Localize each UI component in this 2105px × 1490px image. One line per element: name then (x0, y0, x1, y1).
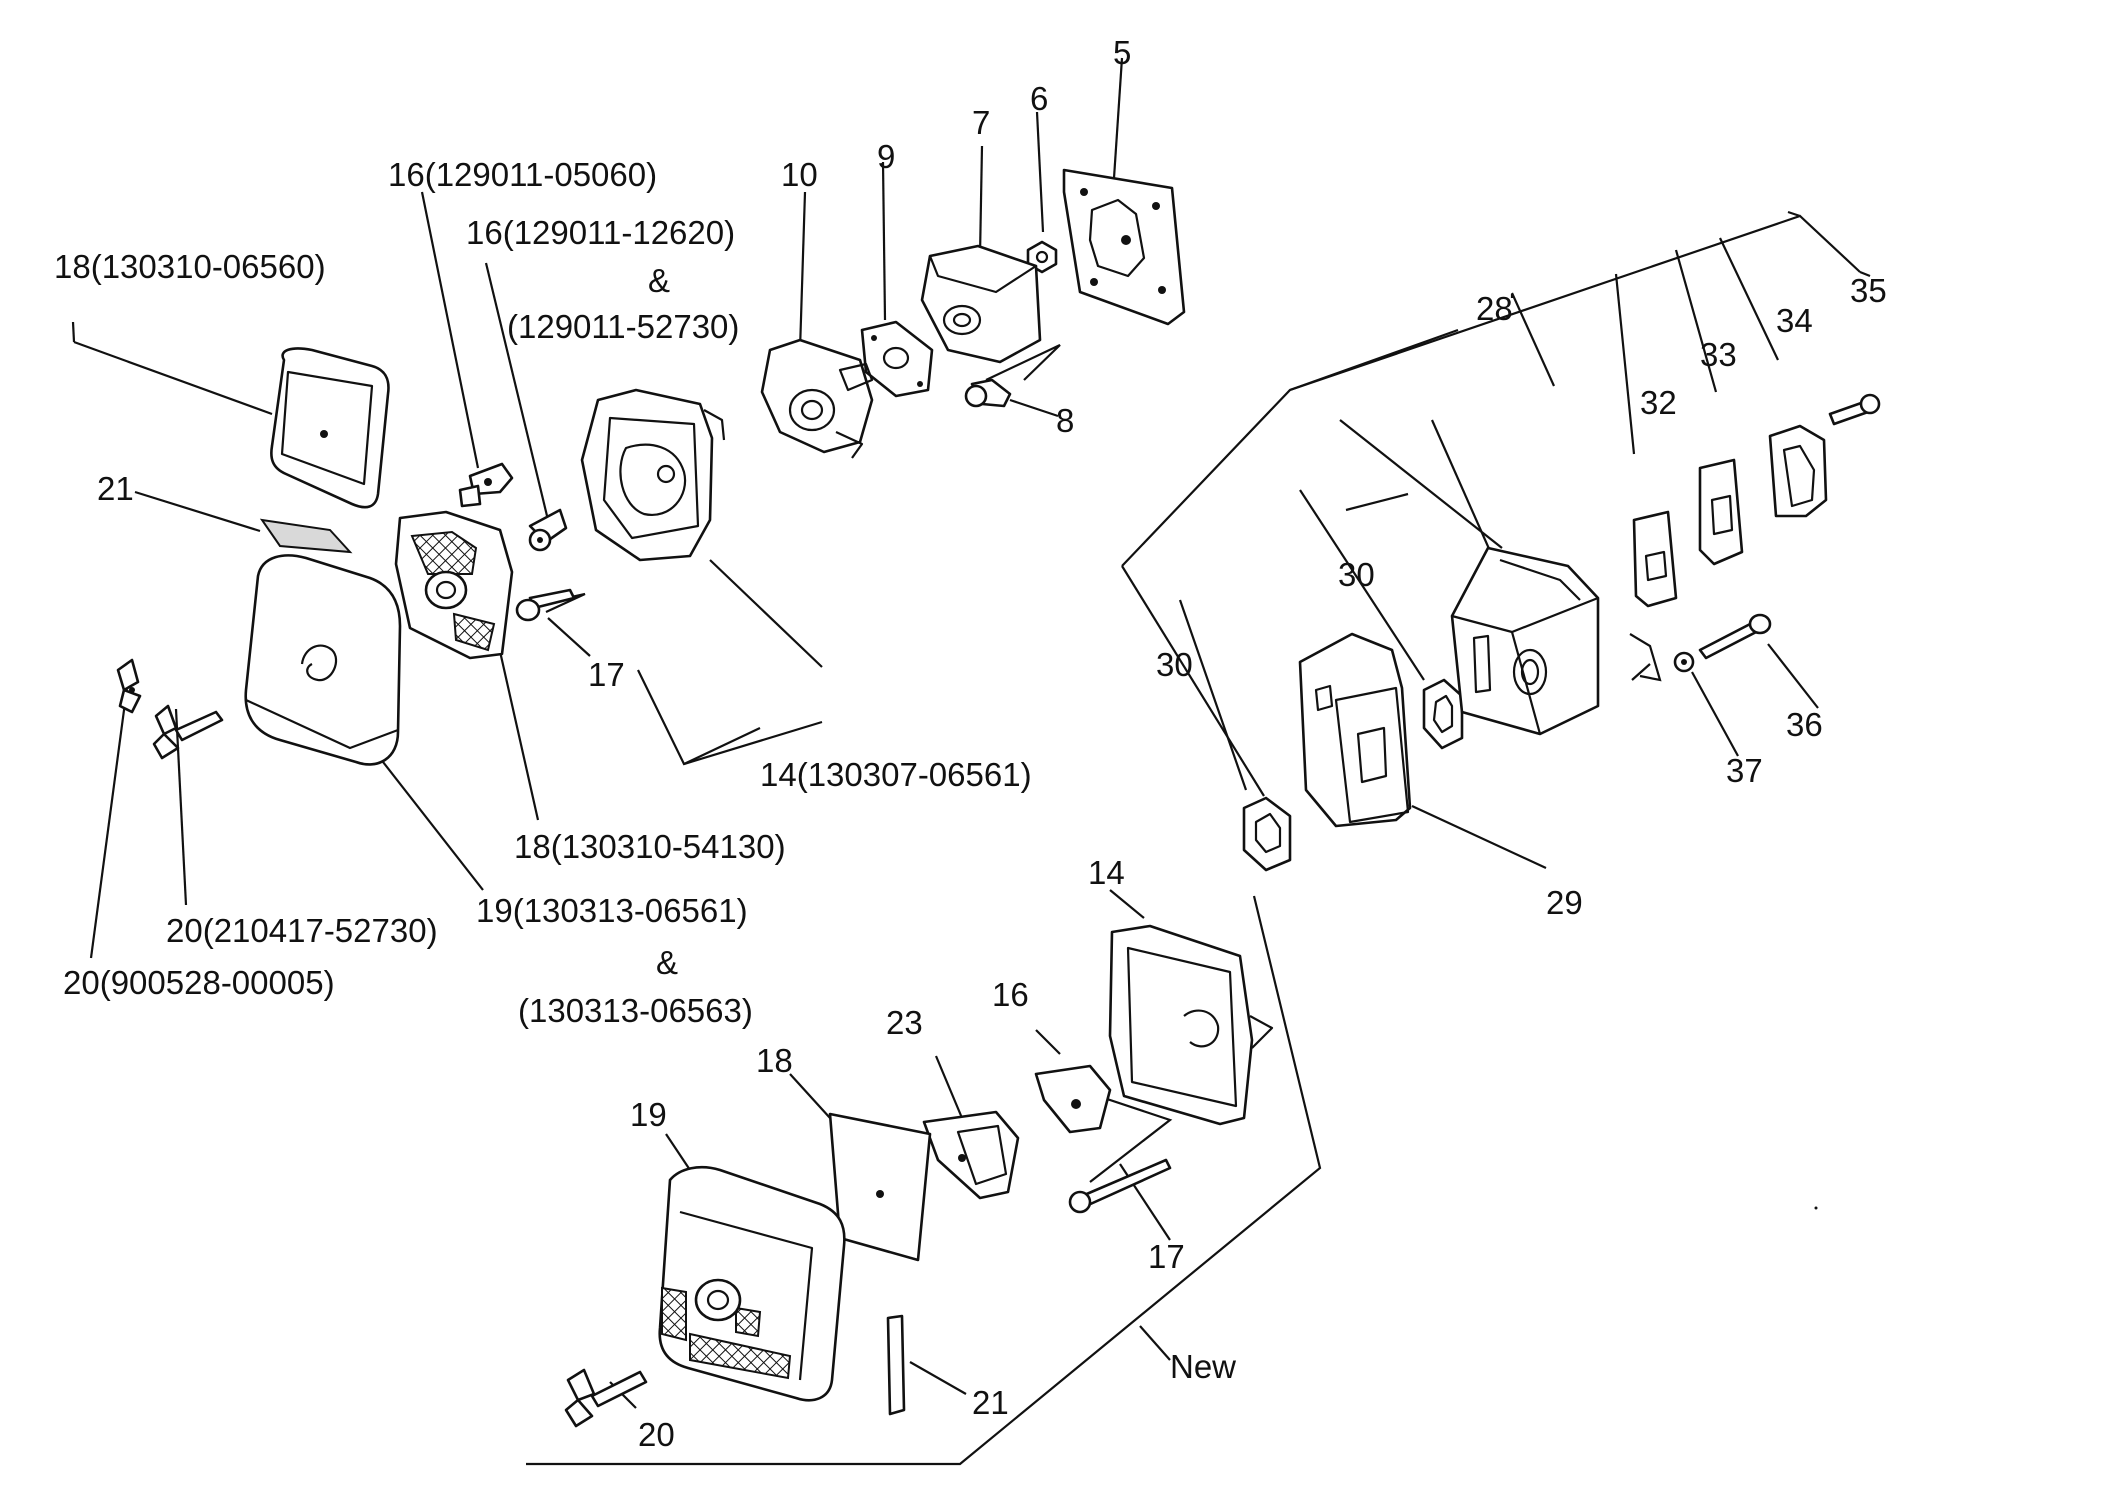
part-labels: 5 6 7 8 9 10 16(129011-05060) 16(129011-… (54, 34, 1887, 1453)
air-filter-18-new (828, 1112, 932, 1262)
label-ampersand-16: & (648, 262, 670, 299)
air-filter-element-18 (394, 510, 514, 660)
bracket-16-top (458, 462, 514, 508)
label-part-30-left: 30 (1156, 646, 1193, 683)
label-part-10: 10 (781, 156, 818, 193)
wing-nut-20a (116, 658, 142, 714)
label-part-32: 32 (1640, 384, 1677, 421)
label-part-5: 5 (1113, 34, 1131, 71)
label-part-33: 33 (1700, 336, 1737, 373)
label-part-17-new: 17 (1148, 1238, 1185, 1275)
label-part-20-210417-52730: 20(210417-52730) (166, 912, 438, 949)
bolt-17-new (1068, 1158, 1172, 1214)
wing-screw-20-new (564, 1368, 648, 1428)
gasket-9 (860, 320, 934, 398)
holder-23 (922, 1110, 1020, 1200)
sticker-21-new (886, 1314, 906, 1416)
label-part-17-top: 17 (588, 656, 625, 693)
label-part-8: 8 (1056, 402, 1074, 439)
air-cleaner-case-14-new (1108, 924, 1274, 1126)
air-cleaner-case-14-top (580, 388, 726, 562)
plate-33 (1698, 458, 1744, 566)
label-part-16-new: 16 (992, 976, 1029, 1013)
muffler-28 (1450, 546, 1600, 736)
label-part-16-129011-12620: 16(129011-12620) (466, 214, 735, 251)
label-part-23: 23 (886, 1004, 923, 1041)
bolt-17-top (515, 588, 576, 622)
label-part-34: 34 (1776, 302, 1813, 339)
label-part-16-129011-05060: 16(129011-05060) (388, 156, 657, 193)
label-part-20-900528-00005: 20(900528-00005) (63, 964, 335, 1001)
label-part-28: 28 (1476, 290, 1513, 327)
stray-dot (1814, 1206, 1818, 1210)
bolt-36 (1698, 613, 1772, 660)
label-part-9: 9 (877, 138, 895, 175)
heat-shield-29 (1298, 632, 1412, 828)
air-cleaner-cover-19-top (244, 554, 402, 766)
carburetor-10 (760, 338, 874, 459)
label-part-19-130313-06561: 19(130313-06561) (476, 892, 748, 929)
wing-screw-20b (152, 704, 224, 760)
label-part-18-new: 18 (756, 1042, 793, 1079)
label-part-30-right: 30 (1338, 556, 1375, 593)
label-part-21-new: 21 (972, 1384, 1009, 1421)
label-new-group: New (1170, 1348, 1236, 1385)
label-part-14-130307-06561: 14(130307-06561) (760, 756, 1032, 793)
label-part-20-new: 20 (638, 1416, 675, 1453)
carb-adapter-7 (920, 244, 1042, 364)
plate-32 (1632, 510, 1678, 608)
label-part-36: 36 (1786, 706, 1823, 743)
cover-34 (1768, 424, 1828, 518)
label-part-7: 7 (972, 104, 990, 141)
air-filter-18-top (270, 347, 390, 509)
label-part-19-130313-06563: (130313-06563) (518, 992, 753, 1029)
label-part-29: 29 (1546, 884, 1583, 921)
leader-lines (71, 57, 1871, 1466)
bracket-16b-top (528, 508, 568, 552)
air-cleaner-cover-19-new (658, 1166, 846, 1402)
label-part-18-130310-54130: 18(130310-54130) (514, 828, 786, 865)
bracket-16-new (1034, 1064, 1112, 1134)
label-part-21-top: 21 (97, 470, 134, 507)
insulator-plate-5 (1062, 168, 1186, 326)
label-part-37: 37 (1726, 752, 1763, 789)
label-part-6: 6 (1030, 80, 1048, 117)
label-part-19-new: 19 (630, 1096, 667, 1133)
gasket-30-left (1242, 796, 1292, 872)
label-part-14-new: 14 (1088, 854, 1125, 891)
screw-35 (1828, 393, 1881, 426)
bolt-8 (964, 378, 1012, 408)
washer-37 (1673, 651, 1695, 673)
sticker-21-top (259, 518, 353, 554)
label-part-16-129011-52730: (129011-52730) (507, 308, 739, 345)
label-ampersand-19: & (656, 944, 678, 981)
label-part-18-130310-06560: 18(130310-06560) (54, 248, 326, 285)
label-part-35: 35 (1850, 272, 1887, 309)
gasket-30-right (1422, 678, 1464, 750)
